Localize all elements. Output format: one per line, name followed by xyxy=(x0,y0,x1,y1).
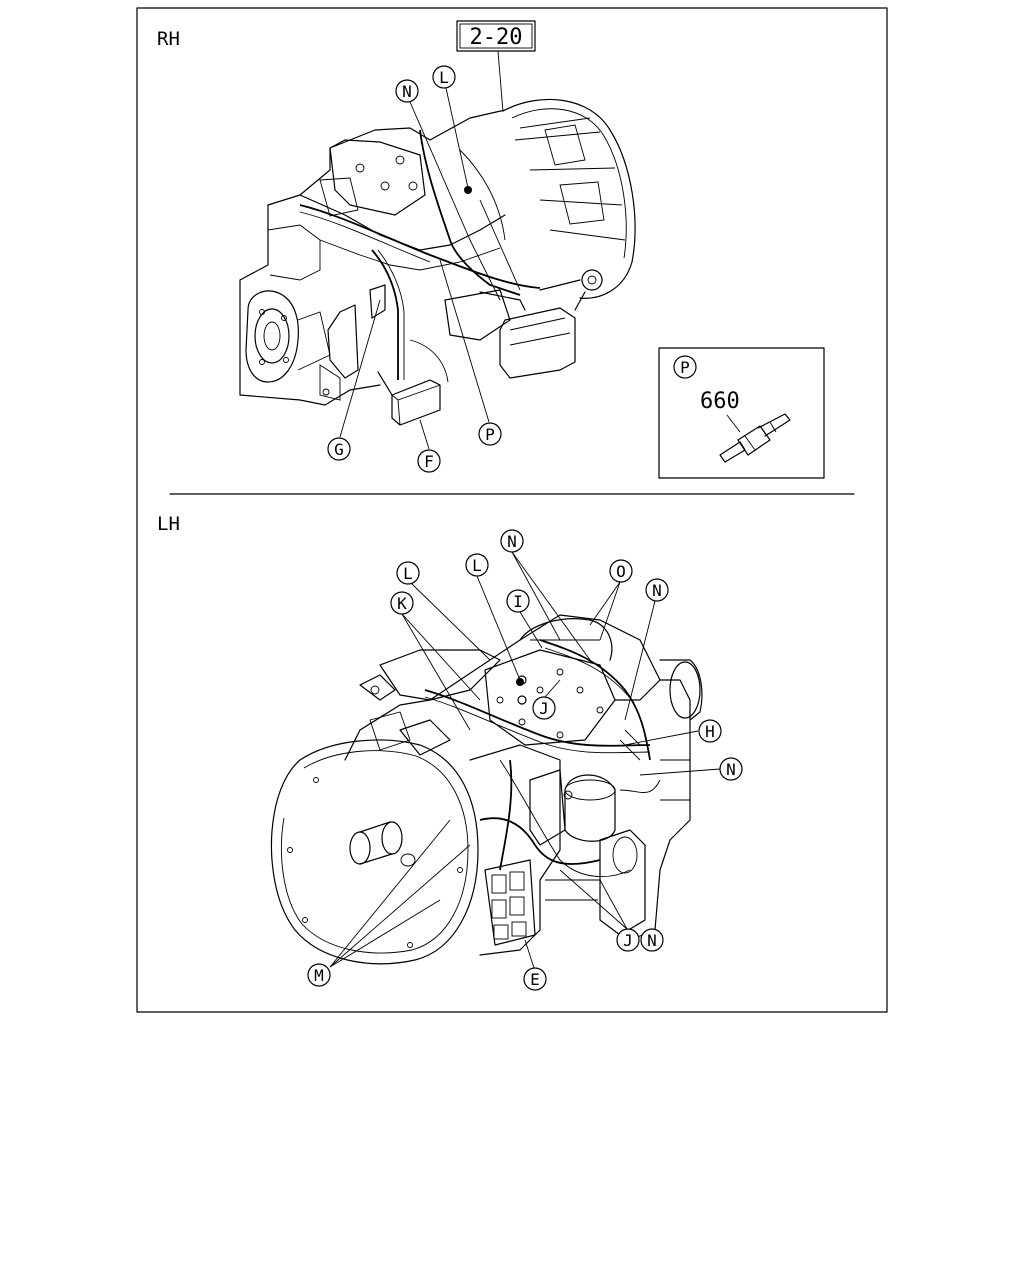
svg-text:F: F xyxy=(424,452,434,471)
lh-callout-N1[interactable]: N xyxy=(500,529,524,553)
svg-text:N: N xyxy=(507,532,517,551)
svg-text:K: K xyxy=(397,594,407,613)
detail-callout-P: P xyxy=(673,355,697,379)
lh-callout-J2[interactable]: J xyxy=(616,928,640,952)
svg-text:E: E xyxy=(530,970,540,989)
svg-text:P: P xyxy=(485,425,495,444)
svg-text:G: G xyxy=(334,440,344,459)
lh-callout-N3[interactable]: N xyxy=(719,757,743,781)
svg-text:J: J xyxy=(623,931,633,950)
lh-view-label: LH xyxy=(157,513,180,535)
svg-text:P: P xyxy=(680,358,690,377)
svg-text:N: N xyxy=(652,581,662,600)
rh-callout-N[interactable]: N xyxy=(395,79,419,103)
detail-leader xyxy=(726,414,741,433)
svg-text:I: I xyxy=(513,592,523,611)
rh-callout-G[interactable]: G xyxy=(327,437,351,461)
rh-transmission-illustration xyxy=(239,98,636,426)
svg-text:J: J xyxy=(539,699,549,718)
rh-callout-L[interactable]: L xyxy=(432,65,456,89)
lh-callout-O[interactable]: O xyxy=(609,559,633,583)
lh-callout-E[interactable]: E xyxy=(523,967,547,991)
lh-callout-H[interactable]: H xyxy=(698,719,722,743)
lh-leader-lines xyxy=(329,551,721,969)
lh-callout-N2[interactable]: N xyxy=(645,578,669,602)
lh-callout-K[interactable]: K xyxy=(390,591,414,615)
svg-text:N: N xyxy=(647,931,657,950)
rh-leader-lines xyxy=(339,87,490,450)
svg-text:M: M xyxy=(314,966,324,985)
lh-callout-L2[interactable]: L xyxy=(465,553,489,577)
detail-pin-part xyxy=(719,413,791,463)
lh-callout-M[interactable]: M xyxy=(307,963,331,987)
svg-text:O: O xyxy=(616,562,626,581)
svg-text:L: L xyxy=(403,564,413,583)
detail-part-number: 660 xyxy=(700,389,740,414)
reference-box-label: 2-20 xyxy=(470,25,523,50)
lh-point-marker xyxy=(516,678,524,686)
lh-callout-J1[interactable]: J xyxy=(532,696,556,720)
svg-text:N: N xyxy=(726,760,736,779)
rh-point-marker xyxy=(464,186,472,194)
rh-view-label: RH xyxy=(157,28,180,50)
rh-callout-F[interactable]: F xyxy=(417,449,441,473)
lh-transmission-illustration xyxy=(270,614,703,965)
reference-box[interactable]: 2-20 xyxy=(456,20,536,52)
lh-callout-N4[interactable]: N xyxy=(640,928,664,952)
svg-text:H: H xyxy=(705,722,715,741)
svg-text:L: L xyxy=(472,556,482,575)
svg-text:N: N xyxy=(402,82,412,101)
lh-callout-I[interactable]: I xyxy=(506,589,530,613)
lh-callout-L1[interactable]: L xyxy=(396,561,420,585)
diagram-frame xyxy=(136,7,888,1013)
rh-callout-P[interactable]: P xyxy=(478,422,502,446)
svg-text:L: L xyxy=(439,68,449,87)
detail-box-p[interactable]: P 660 xyxy=(658,347,825,479)
reference-leader xyxy=(497,50,504,113)
